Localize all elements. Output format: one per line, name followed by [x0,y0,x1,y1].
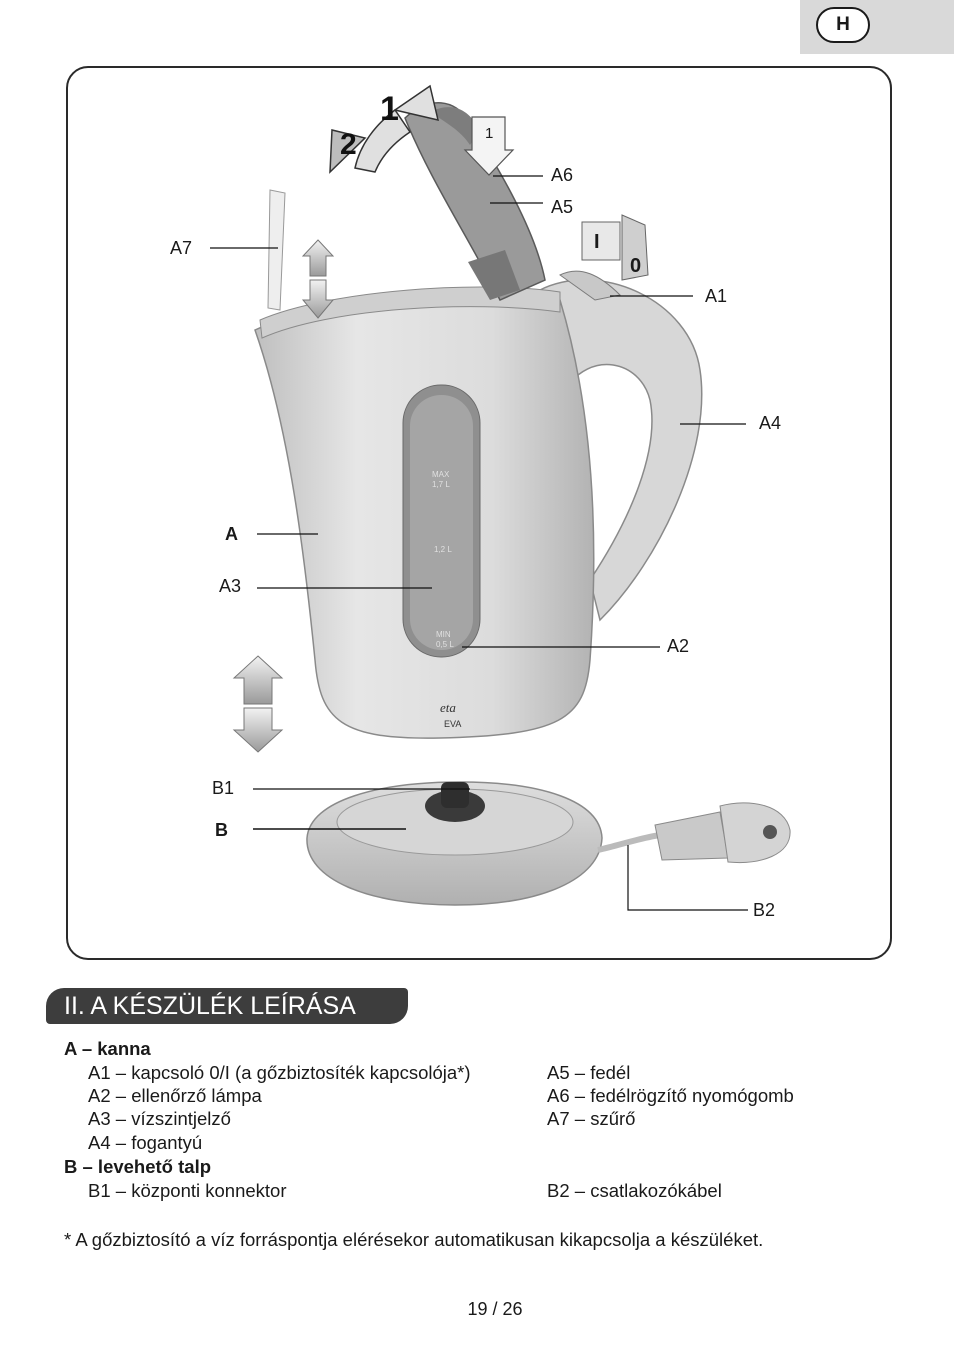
part-a4: A4 – fogantyú [88,1132,203,1153]
power-cord [597,802,791,864]
part-group-b: B – levehető talp [64,1156,212,1177]
switch-off-label: 0 [630,255,642,277]
filter-up-down-arrow [301,239,335,319]
footnote: * A gőzbiztosító a víz forráspontja elér… [64,1229,764,1250]
lid-rotation-arrows [329,84,440,174]
callout-a2: A2 [667,636,690,656]
lid-open-number: 1 [380,90,399,128]
language-badge: H [816,7,870,43]
part-a5: A5 – fedél [547,1062,631,1083]
kettle-handle [538,279,703,622]
water-level-window [402,384,481,658]
lid-close-number: 2 [340,128,357,161]
kettle-lid [404,102,546,301]
section-heading: II. A KÉSZÜLÉK LEÍRÁSA [46,988,408,1024]
figure-frame [66,66,892,960]
press-number: 1 [485,125,494,142]
callout-a1: A1 [705,286,728,306]
callout-a5: A5 [551,197,574,217]
page-number: 19 / 26 [467,1299,523,1319]
power-base [306,781,603,906]
part-group-a: A – kanna [64,1038,151,1059]
press-arrow [463,116,515,176]
callout-a4: A4 [759,413,782,433]
part-b2: B2 – csatlakozókábel [547,1180,722,1201]
part-a3: A3 – vízszintjelző [88,1108,231,1129]
leader-lines [210,175,748,911]
part-a7: A7 – szűrő [547,1108,636,1129]
kettle-up-down-arrow [232,655,284,753]
switch [559,270,622,301]
part-b1: B1 – központi konnektor [88,1180,287,1201]
brand-logo: eta [440,700,456,715]
callout-b: B [215,820,228,840]
brand-model: EVA [444,719,462,729]
mid-volume: 1,2 L [434,545,452,554]
min-mark: MIN [436,630,451,639]
callout-a: A [225,524,238,544]
callout-b2: B2 [753,900,776,920]
callout-a6: A6 [551,165,574,185]
switch-on-label: I [594,231,600,253]
max-volume: 1,7 L [432,480,450,489]
max-mark: MAX [432,470,450,479]
filter [267,189,286,311]
callout-b1: B1 [212,778,235,798]
min-volume: 0,5 L [436,640,454,649]
switch-on-arrow [581,221,621,261]
switch-off-arrow [621,214,649,281]
callout-a7: A7 [170,238,193,258]
callout-a3: A3 [219,576,242,596]
part-a6: A6 – fedélrögzítő nyomógomb [547,1085,794,1106]
part-a1: A1 – kapcsoló 0/I (a gőzbiztosíték kapcs… [88,1062,471,1083]
part-a2: A2 – ellenőrző lámpa [88,1085,262,1106]
